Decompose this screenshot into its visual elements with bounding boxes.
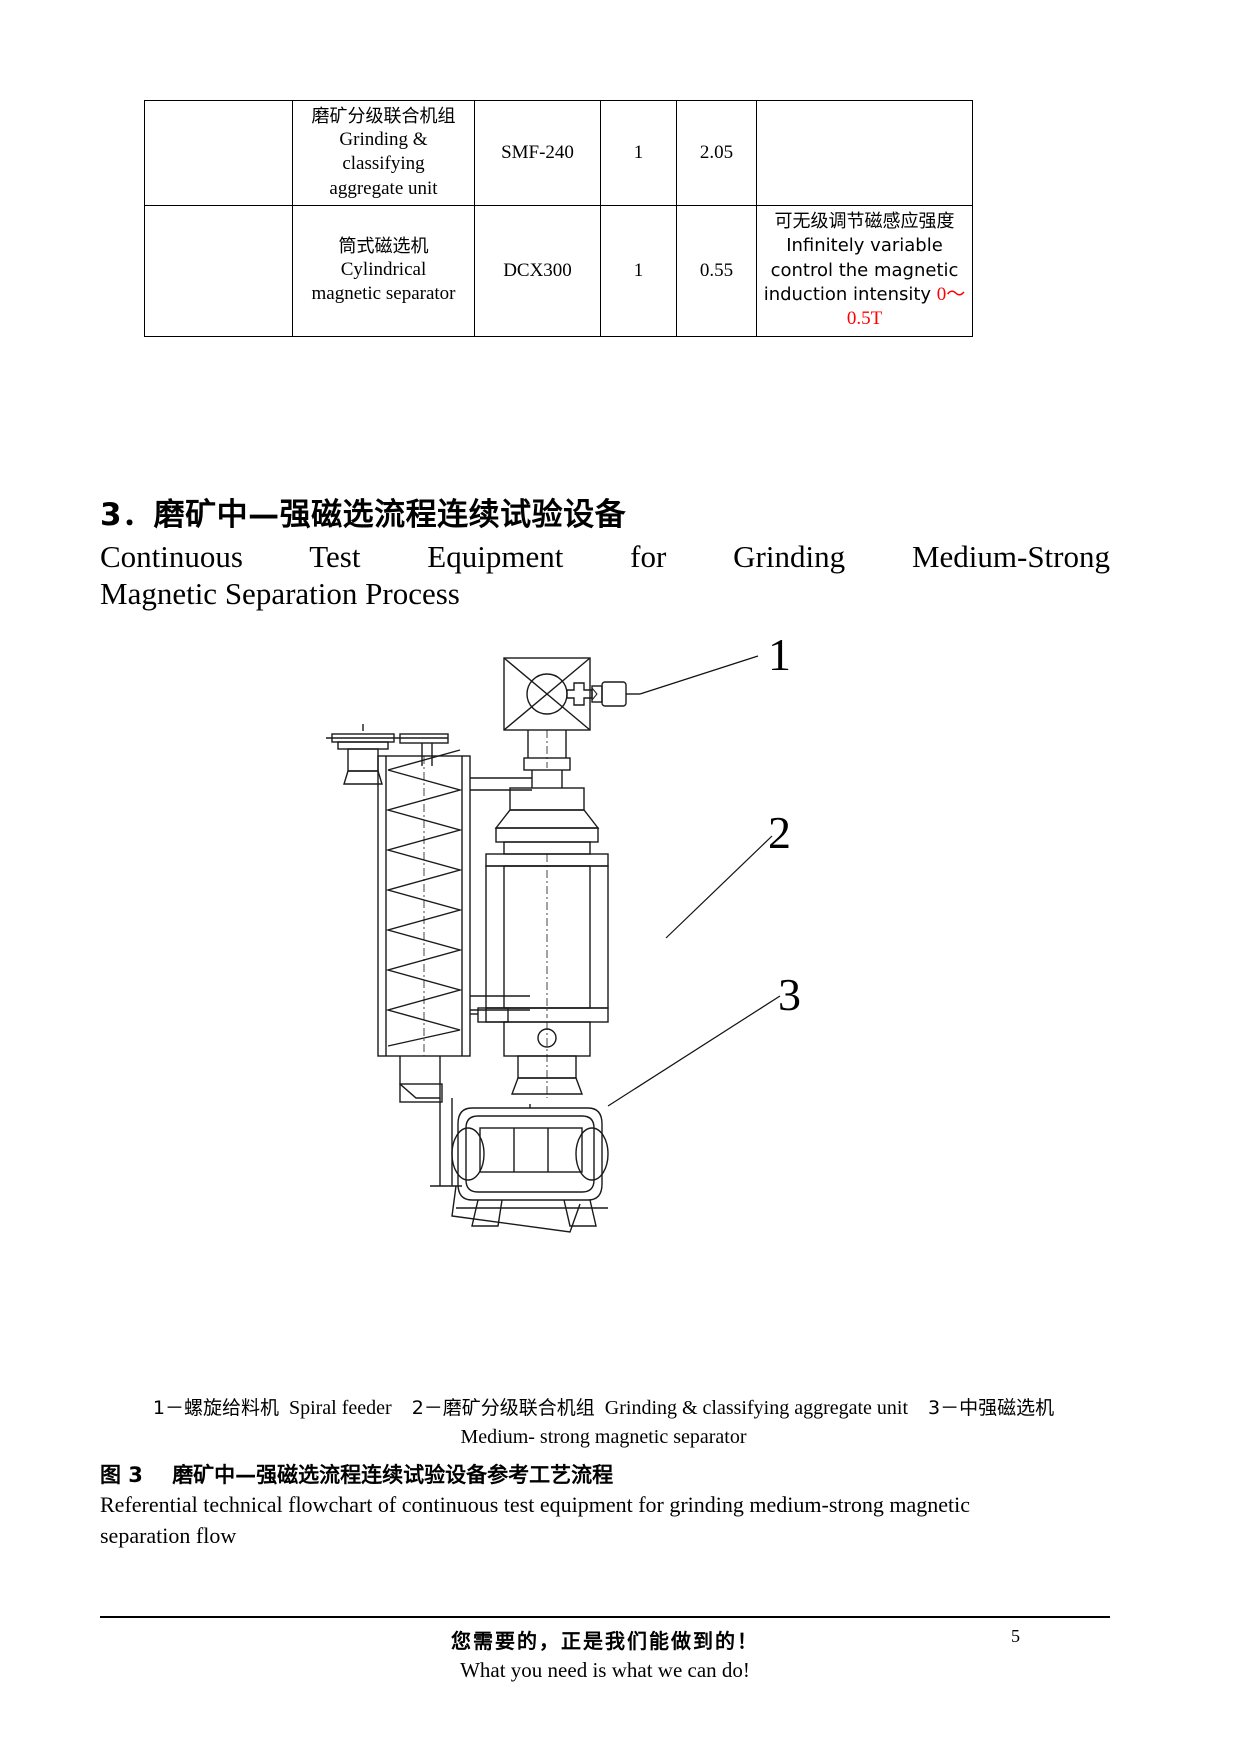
figure-caption: 图 3 磨矿中—强磁选流程连续试验设备参考工艺流程 Referential te… xyxy=(100,1462,1110,1550)
cell-model: SMF-240 xyxy=(474,100,601,206)
cell-index xyxy=(144,100,293,206)
section-number: 3． xyxy=(100,497,154,533)
cell-model: DCX300 xyxy=(474,204,601,337)
cell-index xyxy=(144,204,293,337)
grinding-classifying-unit xyxy=(430,657,640,1187)
equipment-name-cn: 磨矿分级联合机组 xyxy=(311,106,456,127)
equipment-diagram: 1 2 3 xyxy=(100,638,1110,1238)
footer-divider xyxy=(100,1616,1110,1618)
section-title-en-line1: Continuous Test Equipment for Grinding M… xyxy=(100,538,1110,574)
legend-item-3-cn: 3－中强磁选机 xyxy=(928,1397,1055,1419)
callout-label-3: 3 xyxy=(778,969,801,1020)
section-heading: 3．磨矿中—强磁选流程连续试验设备 Continuous Test Equipm… xyxy=(100,497,1110,613)
legend-item-1-cn: 1－螺旋给料机 xyxy=(152,1397,279,1419)
legend-item-1-en: Spiral feeder xyxy=(288,1397,392,1419)
section-title-en-line2: Magnetic Separation Process xyxy=(100,576,460,612)
section-title-cn: 3．磨矿中—强磁选流程连续试验设备 xyxy=(100,497,1110,534)
note-text-cn: 可无级调节磁感应强度 Infinitely variable control t… xyxy=(763,210,959,305)
note-text-red: 0～0.5T xyxy=(846,283,966,330)
footer-slogan-cn: 您需要的，正是我们能做到的！ xyxy=(451,1629,759,1653)
legend-item-2-en: Grinding & classifying aggregate unit xyxy=(604,1397,909,1419)
caption-cn: 图 3 磨矿中—强磁选流程连续试验设备参考工艺流程 xyxy=(100,1462,1110,1489)
cell-quantity: 1 xyxy=(600,100,677,206)
section-title-cn-text: 磨矿中—强磁选流程连续试验设备 xyxy=(153,497,627,533)
page-number: 5 xyxy=(1011,1626,1020,1646)
legend-line-1: 1－螺旋给料机 Spiral feeder 2－磨矿分级联合机组 Grindin… xyxy=(96,1394,1111,1423)
cell-note xyxy=(756,100,973,206)
footer: 您需要的，正是我们能做到的！ What you need is what we … xyxy=(100,1626,1110,1685)
cell-quantity: 1 xyxy=(600,204,677,337)
footer-slogan-en: What you need is what we can do! xyxy=(460,1658,750,1682)
callout-label-2: 2 xyxy=(768,807,791,858)
cell-power: 2.05 xyxy=(676,100,757,206)
caption-title-cn: 磨矿中—强磁选流程连续试验设备参考工艺流程 xyxy=(172,1463,614,1487)
caption-en-line1: Referential technical flowchart of conti… xyxy=(100,1492,970,1518)
legend-item-2-cn: 2－磨矿分级联合机组 xyxy=(411,1397,595,1419)
callout-leaders xyxy=(607,655,781,1107)
cell-note: 可无级调节磁感应强度 Infinitely variable control t… xyxy=(756,204,973,337)
magnetic-separator-assembly xyxy=(451,1104,609,1233)
caption-label: 图 3 xyxy=(100,1463,143,1487)
spiral-feeder-assembly xyxy=(326,724,532,1103)
legend-line-2: Medium- strong magnetic separator xyxy=(460,1426,747,1448)
caption-en-line2: separation flow xyxy=(100,1522,237,1548)
cell-power: 0.55 xyxy=(676,204,757,337)
equipment-name-cn: 筒式磁选机 xyxy=(338,235,429,257)
figure-legend: 1－螺旋给料机 Spiral feeder 2－磨矿分级联合机组 Grindin… xyxy=(96,1394,1111,1452)
callout-label-1: 1 xyxy=(768,638,791,680)
